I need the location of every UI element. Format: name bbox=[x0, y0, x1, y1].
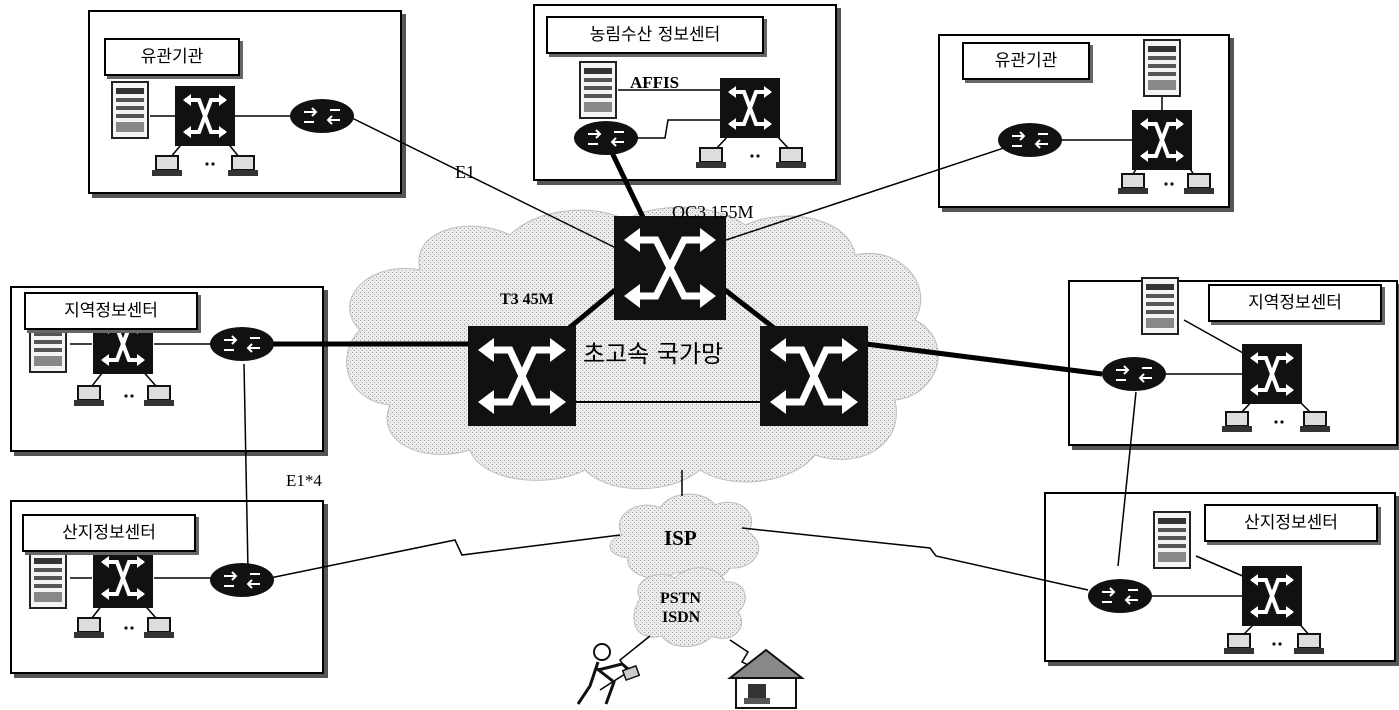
site-title-agency-left: 유관기관 bbox=[104, 38, 240, 76]
site-title-mountain-left: 산지정보센터 bbox=[22, 514, 196, 552]
pc-icon bbox=[73, 385, 105, 407]
pc-icon bbox=[1183, 173, 1215, 195]
pc-icon bbox=[227, 155, 259, 177]
pstn-cloud bbox=[633, 567, 746, 647]
router-icon bbox=[1087, 578, 1153, 614]
isp-cloud bbox=[609, 493, 760, 582]
router-icon bbox=[209, 562, 275, 598]
switch-icon bbox=[1240, 564, 1304, 628]
pc-icon bbox=[1299, 411, 1331, 433]
server-icon bbox=[1143, 39, 1181, 97]
pc-icon bbox=[143, 385, 175, 407]
router-icon bbox=[997, 122, 1063, 158]
link-label-e1: E1 bbox=[455, 162, 475, 182]
server-icon bbox=[1141, 277, 1179, 335]
site-title-regional-left: 지역정보센터 bbox=[24, 292, 198, 330]
router-icon bbox=[209, 326, 275, 362]
core-switch-top bbox=[614, 216, 726, 320]
isp-label: ISP bbox=[664, 526, 697, 550]
site-title-mountain-right: 산지정보센터 bbox=[1204, 504, 1378, 542]
pstn-label-line2: ISDN bbox=[662, 609, 701, 626]
site-title-agency-right: 유관기관 bbox=[962, 42, 1090, 80]
pc-icon bbox=[695, 147, 727, 169]
router-icon bbox=[289, 98, 355, 134]
mobile-user-icon bbox=[576, 643, 641, 705]
pc-icon bbox=[151, 155, 183, 177]
server-icon bbox=[579, 61, 617, 119]
backbone-label: 초고속 국가망 bbox=[583, 340, 723, 368]
core-switch-left bbox=[468, 326, 576, 426]
affis-system-label: AFFIS bbox=[630, 73, 679, 92]
switch-icon bbox=[173, 84, 237, 148]
pc-icon bbox=[775, 147, 807, 169]
link-label-e1x4: E1*4 bbox=[286, 471, 322, 490]
pc-icon bbox=[1221, 411, 1253, 433]
server-icon bbox=[1153, 511, 1191, 569]
pc-icon bbox=[73, 617, 105, 639]
switch-icon bbox=[91, 546, 155, 610]
switch-icon bbox=[1130, 108, 1194, 172]
pc-icon bbox=[143, 617, 175, 639]
link-label-t3: T3 45M bbox=[500, 291, 554, 308]
home-user-icon bbox=[727, 648, 805, 709]
site-title-regional-right: 지역정보센터 bbox=[1208, 284, 1382, 322]
server-icon bbox=[111, 81, 149, 139]
router-icon bbox=[573, 120, 639, 156]
pc-ellipsis-dots bbox=[124, 154, 1284, 646]
router-icon bbox=[1101, 356, 1167, 392]
pc-icon bbox=[1293, 633, 1325, 655]
pc-icon bbox=[1223, 633, 1255, 655]
switch-icon bbox=[718, 76, 782, 140]
switch-icon bbox=[1240, 342, 1304, 406]
site-title-affis-center: 농림수산 정보센터 bbox=[546, 16, 764, 54]
pc-icon bbox=[1117, 173, 1149, 195]
pstn-label-line1: PSTN bbox=[660, 590, 701, 607]
core-switch-right bbox=[760, 326, 868, 426]
server-icon bbox=[29, 551, 67, 609]
link-label-oc3: OC3 155M bbox=[672, 202, 754, 222]
